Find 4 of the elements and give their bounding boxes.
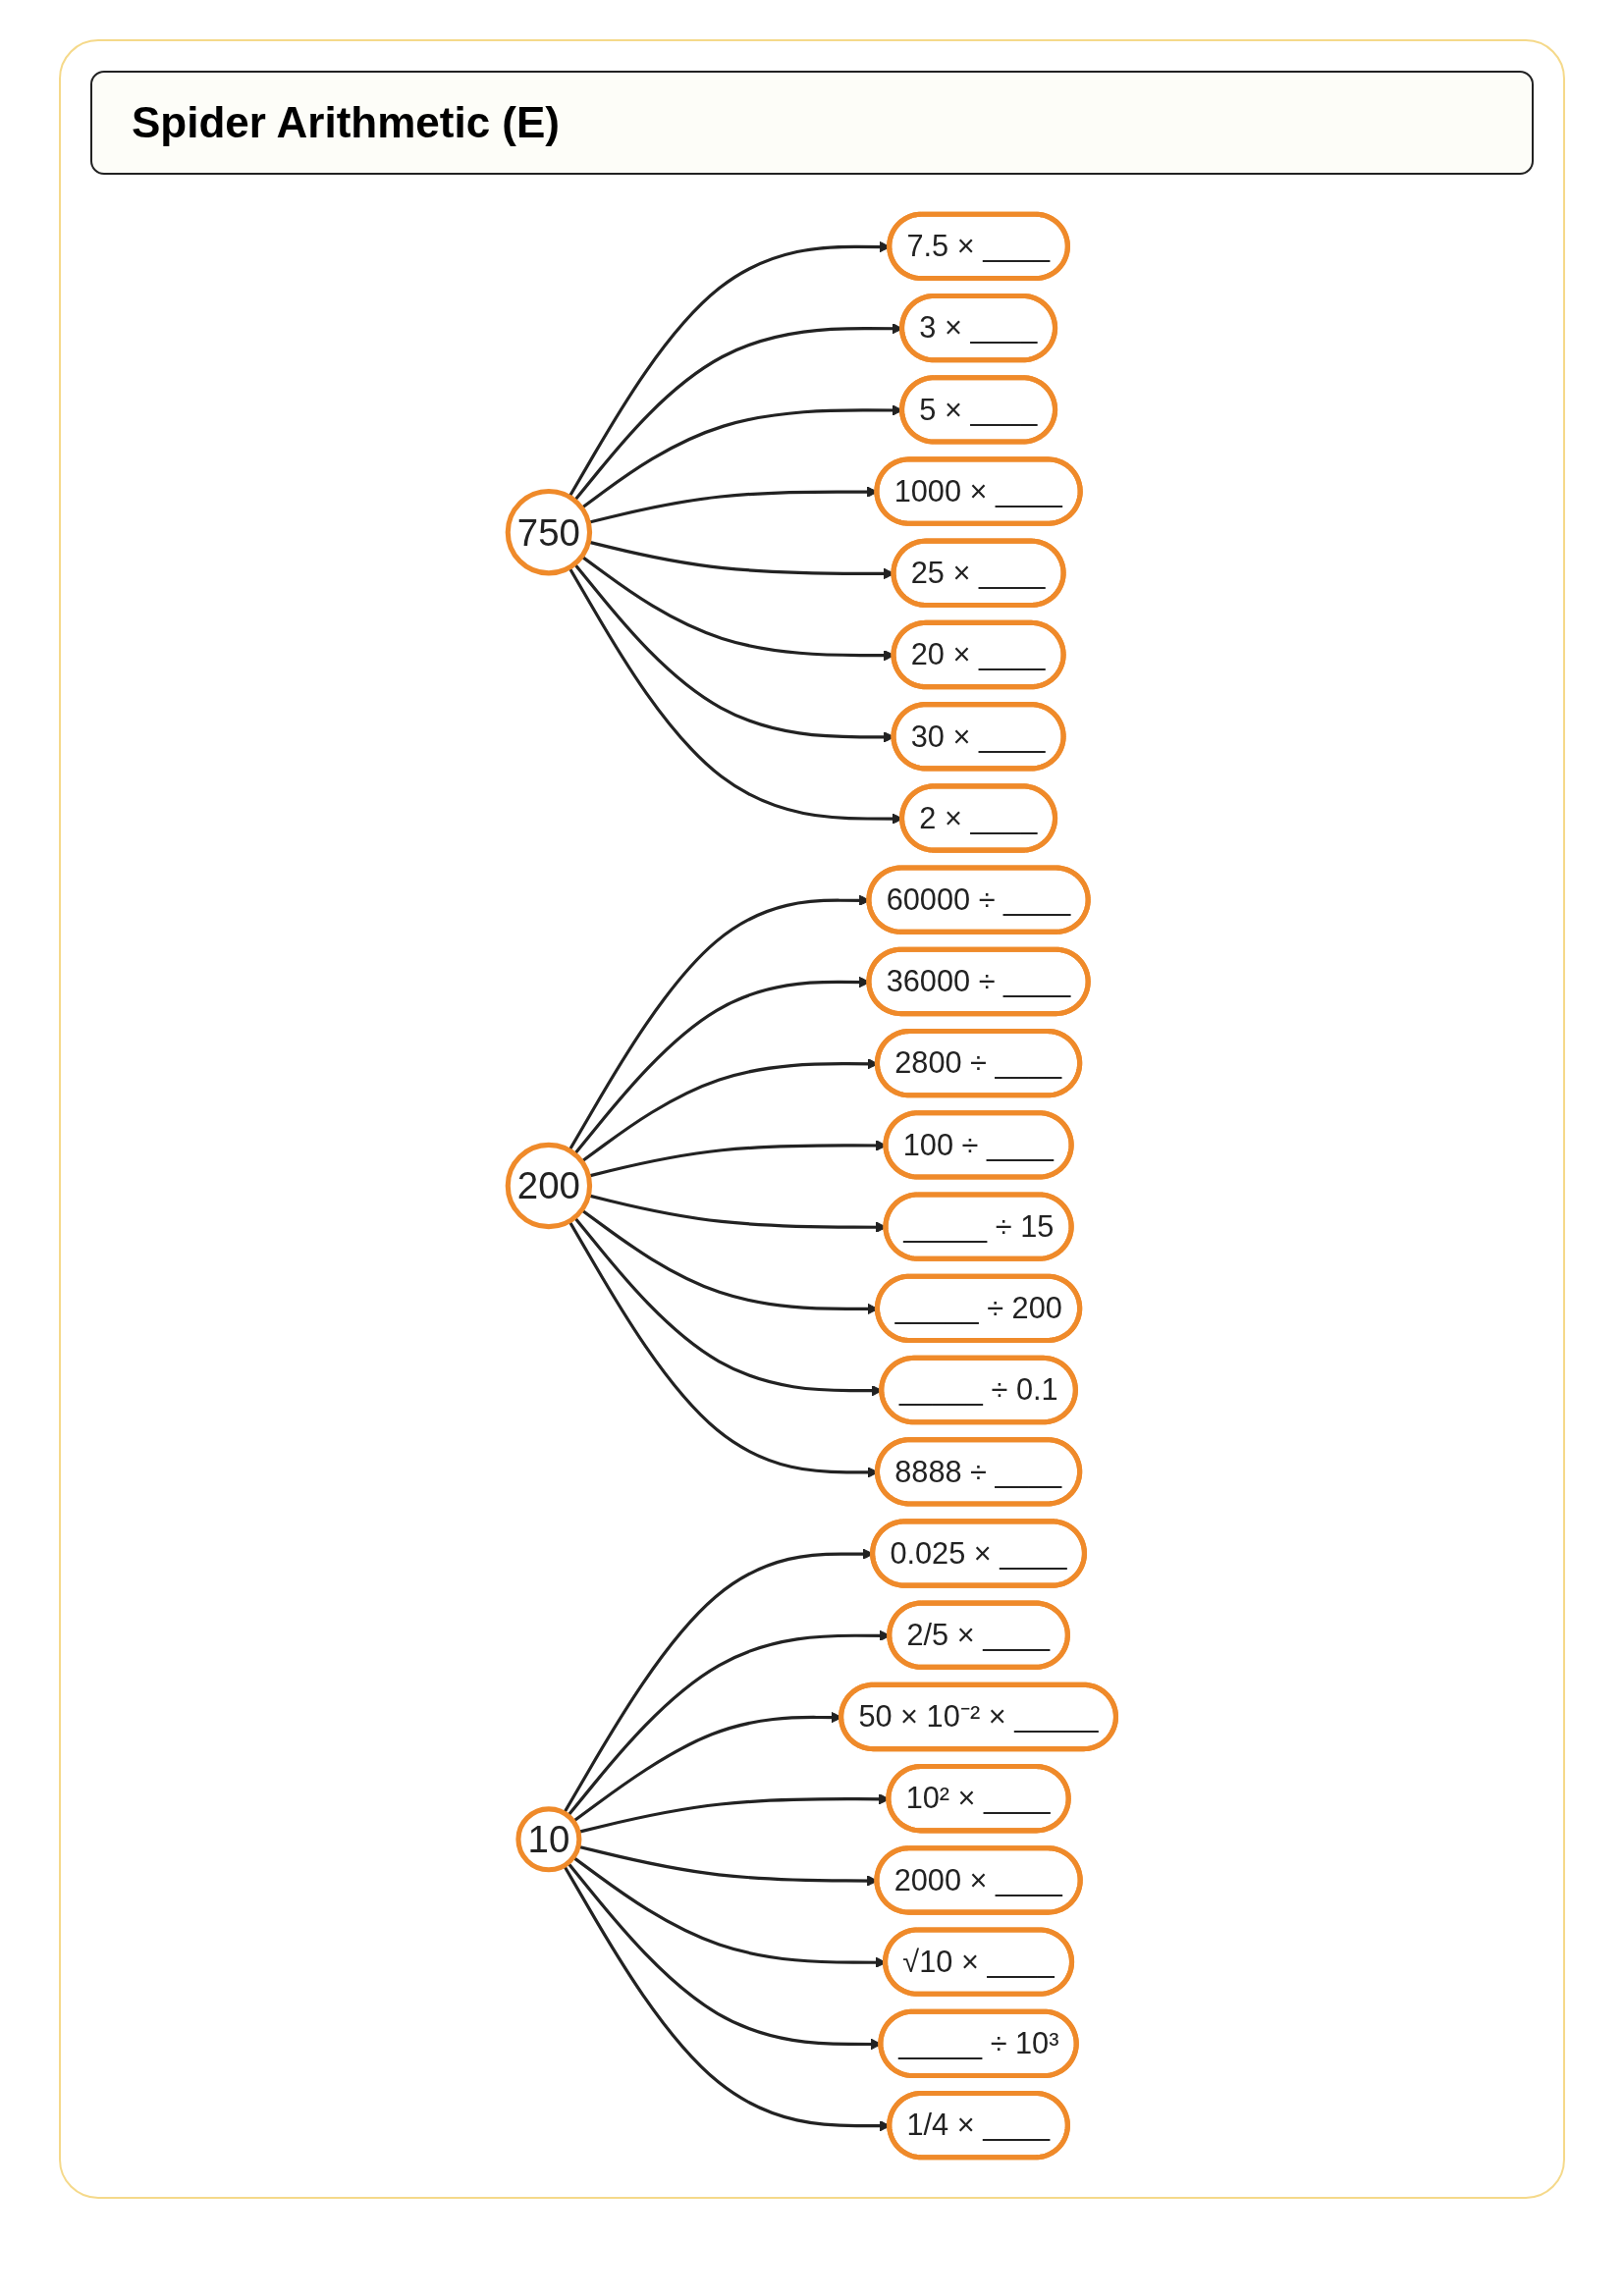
node-circle: 10 bbox=[515, 1806, 582, 1873]
node-circle: 200 bbox=[505, 1142, 593, 1230]
title-text: Spider Arithmetic (E) bbox=[90, 71, 1534, 175]
node-circle: 750 bbox=[505, 489, 593, 576]
